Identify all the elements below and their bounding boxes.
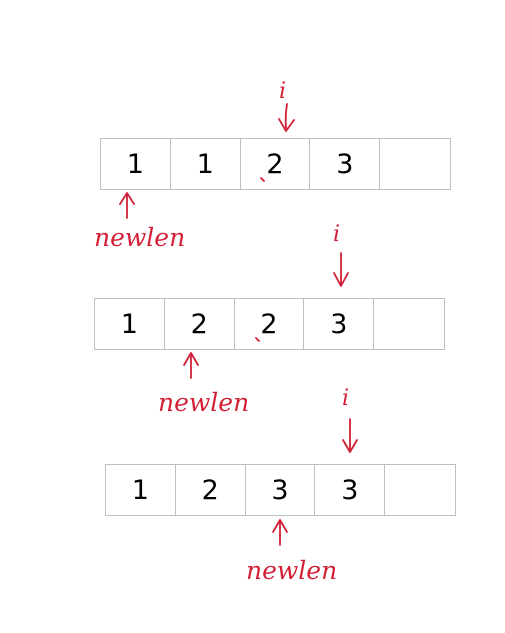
array-cell: 1 [106, 465, 176, 515]
array-cell: 3 [246, 465, 316, 515]
newlen-pointer-2: newlen [158, 352, 249, 417]
arrow-shaft [284, 103, 288, 129]
array-cell: 1 [101, 139, 171, 189]
arrow-head [333, 272, 349, 287]
index-label-1: i [279, 79, 286, 104]
arrow-head [183, 352, 199, 366]
arrow-head [342, 439, 358, 453]
array-cell: 2 [241, 139, 311, 189]
array-cell: 2 [235, 299, 305, 349]
array-cell [374, 299, 444, 349]
index-label-2: i [333, 222, 340, 247]
index-pointer-1: i [278, 79, 295, 132]
array-step-2: 1 2 2 3 [94, 298, 445, 350]
array-cell: 1 [95, 299, 165, 349]
array-cell: 3 [310, 139, 381, 189]
array-step-3: 1 2 3 3 [105, 464, 456, 516]
newlen-label-2: newlen [158, 388, 249, 417]
array-cell: 2 [176, 465, 246, 515]
array-cell [380, 139, 450, 189]
arrow-head [278, 118, 295, 132]
array-cell [385, 465, 455, 515]
array-cell: 2 [165, 299, 235, 349]
index-label-3: i [342, 386, 349, 411]
index-pointer-3: i [342, 386, 358, 453]
newlen-label-3: newlen [246, 556, 337, 585]
array-step-1: 1 1 2 3 [100, 138, 451, 190]
newlen-pointer-1: newlen [94, 192, 185, 252]
newlen-pointer-3: newlen [246, 519, 337, 585]
arrow-head [272, 519, 288, 533]
newlen-label-1: newlen [94, 223, 185, 252]
array-cell: 3 [315, 465, 386, 515]
array-cell: 3 [304, 299, 375, 349]
arrow-head [119, 192, 135, 205]
index-pointer-2: i [333, 222, 349, 287]
array-cell: 1 [171, 139, 241, 189]
